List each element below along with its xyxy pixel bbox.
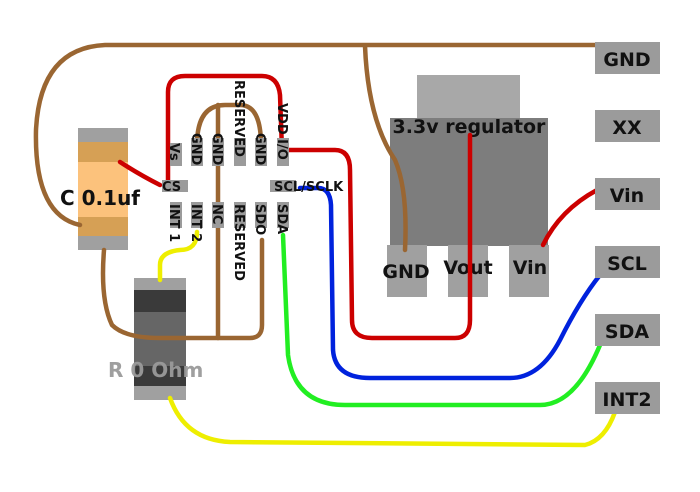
scl-wire bbox=[297, 185, 603, 381]
int2-wire-top bbox=[157, 229, 200, 283]
vdd-wire bbox=[165, 73, 473, 341]
capacitor: C 0.1uf bbox=[60, 128, 140, 250]
pin-reserved-bottom: RESERVED bbox=[231, 204, 246, 281]
gnd-wire-bottom bbox=[100, 237, 265, 341]
sda-wire bbox=[280, 232, 603, 408]
int2-wire-bottom bbox=[167, 395, 618, 448]
pin-reserved-top: RESERVED bbox=[231, 80, 246, 157]
pin-sdo: SDO bbox=[252, 204, 267, 235]
pin-gnd-1: GND bbox=[188, 133, 203, 166]
pin-int1: INT 1 bbox=[166, 204, 181, 242]
connector-vin: Vin bbox=[610, 185, 644, 207]
regulator-pin-vin: Vin bbox=[513, 257, 547, 279]
regulator-title: 3.3v regulator bbox=[393, 116, 547, 138]
voltage-regulator: 3.3v regulator GND Vout Vin bbox=[382, 75, 549, 297]
connector-xx: XX bbox=[612, 117, 642, 139]
connector-gnd: GND bbox=[603, 49, 650, 71]
gnd-wire-main bbox=[33, 42, 600, 228]
pin-gnd-3: GND bbox=[252, 133, 267, 166]
gnd-wire-loop bbox=[194, 102, 264, 148]
pin-int2: INT 2 bbox=[188, 204, 203, 242]
pin-scl-sclk: SCL/SCLK bbox=[274, 180, 344, 195]
sensor-chip: Vs GND GND RESERVED GND VDD I/O CS SCL/S… bbox=[162, 80, 344, 281]
pin-cs: CS bbox=[162, 180, 181, 195]
connector-header: GND XX Vin SCL SDA INT2 bbox=[595, 42, 660, 414]
capacitor-label: C 0.1uf bbox=[60, 186, 140, 210]
connector-scl: SCL bbox=[607, 253, 647, 275]
vs-wire bbox=[117, 159, 163, 188]
pin-vs: Vs bbox=[166, 143, 181, 161]
pin-nc: NC bbox=[209, 204, 224, 224]
pin-gnd-2: GND bbox=[209, 133, 224, 166]
gnd-wire-regulator bbox=[362, 43, 408, 253]
connector-int2: INT2 bbox=[602, 389, 651, 411]
resistor-label: R 0 Ohm bbox=[108, 358, 203, 382]
pin-sda: SDA bbox=[274, 204, 289, 234]
pin-vdd-io: VDD I/O bbox=[274, 103, 289, 160]
regulator-pin-gnd: GND bbox=[382, 261, 429, 283]
vin-wire bbox=[540, 187, 600, 248]
connector-sda: SDA bbox=[605, 321, 649, 343]
